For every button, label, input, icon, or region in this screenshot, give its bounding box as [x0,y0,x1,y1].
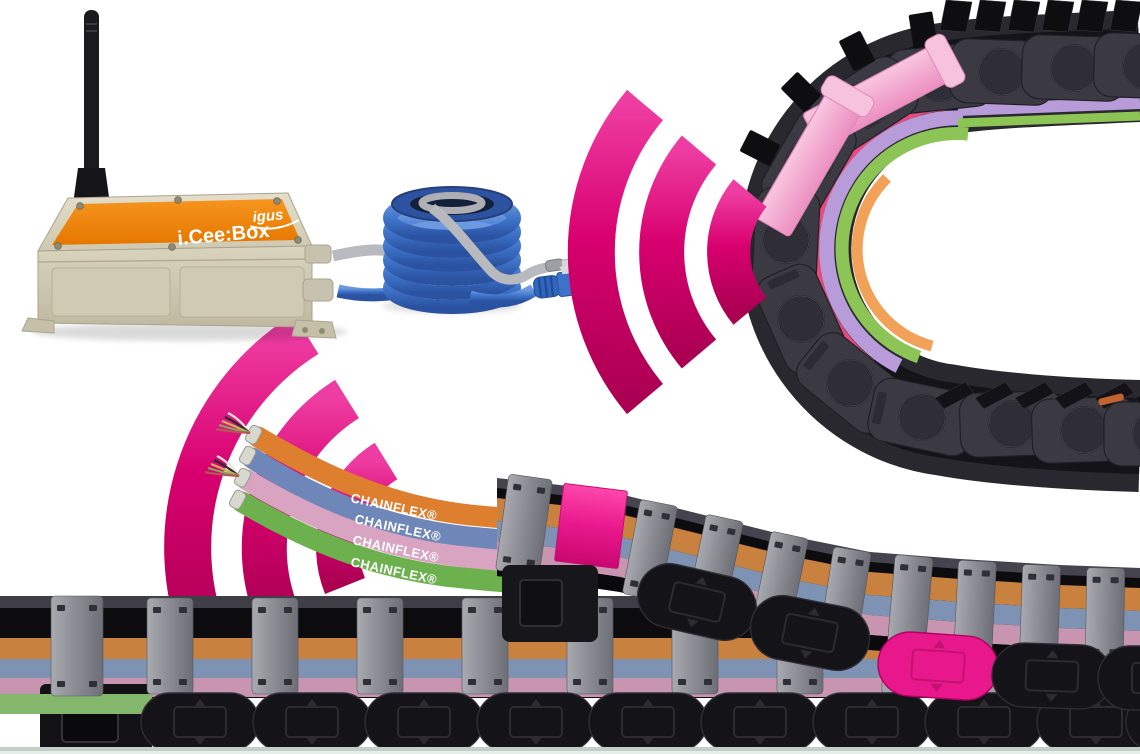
loop-cable [957,97,1140,116]
screws [54,196,302,251]
crossbar-slat [973,0,1007,33]
crossbar-slat [939,0,973,33]
chain-crossbar [50,595,104,697]
brand-logo-swoosh [250,219,300,230]
chain-link [364,692,484,752]
pink-strap [755,75,875,237]
crossbar-slat [1054,381,1095,410]
chain-link [140,692,260,752]
crossbar-slat [1007,0,1041,33]
chain-green-cable [0,694,152,714]
chain-crossbar [251,597,299,695]
signal-arc-middle [639,135,717,369]
loop-link-plate [1092,32,1140,100]
chain-link [812,692,932,752]
cable-gland-bottom [302,278,334,302]
chain-link [476,692,596,752]
crossbar-slat [974,381,1015,410]
magenta-marker-link [877,631,999,701]
crossbar-slat [1075,0,1109,33]
energy-chain-lower-run [0,595,1140,754]
cable-gland-top [304,244,332,264]
device-panel-right [179,266,305,318]
chain-link [252,692,372,752]
brand-logo-text: igus [252,206,284,226]
crossbar-slat [1109,0,1140,33]
chain-end-bracket-hole [519,579,563,627]
wireless-signal-icon [567,89,767,415]
device-foot-left [21,317,55,334]
device-foot-right [291,319,337,339]
cable-collar [238,445,257,466]
crossbar-slat [934,381,975,410]
chain-crossbar [146,597,194,695]
chain-link-plates [637,563,1140,711]
ethernet-cable-coil [331,186,595,314]
floor-highlight [0,751,1140,754]
data-cable-front [429,203,551,285]
loop-crossbars [740,0,1140,410]
signal-arc-outer [567,89,664,415]
loop-cable [851,174,934,352]
crossbar-slat [781,72,821,112]
crossbar-slat [1134,395,1140,405]
chain-link-plates [140,692,1140,752]
chain-link [749,594,871,672]
signal-arc-inner [707,179,767,325]
device-front-panel [52,199,300,245]
loop-link-plate [1103,401,1140,467]
brand-logo-group: igus [250,206,300,230]
loop-cable [835,126,969,364]
floor-line [0,747,1140,751]
chain-crossbar [356,597,404,695]
signal-arc-outer [164,314,319,651]
chain-top-rail [497,478,1140,578]
chain-link [700,692,820,752]
loop-cable [819,110,964,373]
exposed-wire [204,470,240,478]
chain-link [588,692,708,752]
loop-cable [957,111,1140,128]
crossbar-slat [740,130,780,166]
device-seam [37,258,313,263]
ethernet-cable-out [468,284,538,308]
energy-chain-loop [739,0,1140,492]
chain-crossbar [461,597,509,695]
exposed-wire [215,427,251,435]
energy-chain-upper-run [495,474,1140,711]
device-panel-left [51,267,171,317]
chain-crossbar [1084,567,1126,665]
magenta-marker-crossbar [554,483,628,569]
antenna [74,10,109,204]
crossbar-slat [1014,381,1055,410]
inner-cable-green [0,694,152,714]
m8-connector-icon [545,258,574,272]
loop-pink-straps [755,33,966,237]
icee-box-device: igus i.Cee:Box [21,10,348,341]
crossbar-slat [839,31,875,71]
magenta-marker-crossbar [554,483,628,569]
cable-collar [228,489,247,510]
inner-cable-glimpse [1098,393,1124,406]
device-shadow [32,323,348,341]
crossbar-slat [1041,0,1075,33]
stripped-cable-ends [204,412,263,510]
chain-crossbars [495,474,1126,665]
coiled-data-cable [418,192,486,214]
chain-link [991,642,1113,710]
chain-link [1097,645,1140,711]
